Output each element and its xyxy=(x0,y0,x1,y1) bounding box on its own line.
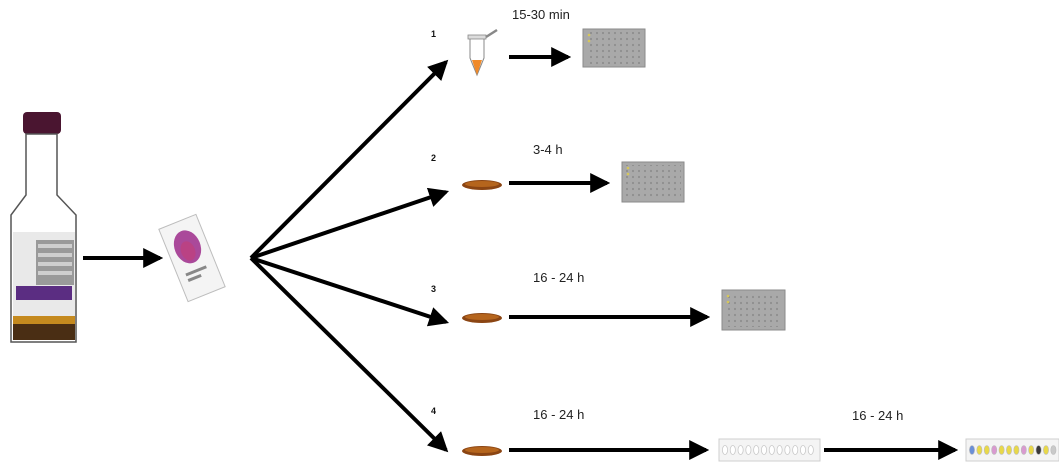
strip-well xyxy=(784,445,791,455)
culture-dish-icon-2 xyxy=(462,180,502,190)
colored-strip-well xyxy=(969,445,975,455)
time-label-path-4-second: 16 - 24 h xyxy=(852,408,904,423)
colored-strip-well xyxy=(991,445,998,455)
strip-well xyxy=(807,445,814,455)
colored-strip-well xyxy=(1035,445,1042,455)
colored-strip-well xyxy=(1028,445,1035,455)
strip-well xyxy=(792,445,799,455)
colored-strip-well xyxy=(976,445,983,455)
strip-well xyxy=(761,445,768,455)
colored-strip-well xyxy=(1020,445,1027,455)
arrow-to-path-2 xyxy=(250,187,450,260)
time-label-path-1: 15-30 min xyxy=(512,7,570,22)
culture-dish-icon-4 xyxy=(462,446,502,456)
test-strip-colored xyxy=(965,438,1059,462)
time-label-path-4: 16 - 24 h xyxy=(533,407,585,422)
culture-bottle-icon xyxy=(10,112,77,343)
strip-well xyxy=(753,445,760,455)
colored-strip-well xyxy=(1043,445,1049,455)
strip-well xyxy=(745,445,752,455)
test-strip-white xyxy=(718,438,821,462)
path-number-3: 3 xyxy=(431,284,437,294)
strip-well xyxy=(722,445,729,455)
strip-well xyxy=(800,445,807,455)
time-label-path-3: 16 - 24 h xyxy=(533,270,585,285)
path-number-2: 2 xyxy=(431,153,437,163)
path-number-4: 4 xyxy=(431,406,437,416)
colored-strip-well xyxy=(983,445,990,455)
time-label-path-2: 3-4 h xyxy=(533,142,563,157)
arrow-to-path-4 xyxy=(249,256,449,453)
arrow-to-path-1 xyxy=(249,59,449,260)
microcentrifuge-tube-icon xyxy=(467,28,498,77)
colored-strip-well xyxy=(1006,445,1012,455)
colored-strip-well xyxy=(1050,445,1057,455)
arrow-to-path-3 xyxy=(250,256,450,327)
strip-well xyxy=(768,445,775,455)
well-plate-2 xyxy=(621,161,685,203)
well-plate-1 xyxy=(582,28,646,68)
strip-well xyxy=(737,445,744,455)
colored-strip-well xyxy=(998,445,1005,455)
strip-well xyxy=(729,445,736,455)
well-plate-3 xyxy=(721,289,786,331)
path-number-1: 1 xyxy=(431,29,437,39)
stained-slide-icon xyxy=(158,213,226,303)
colored-strip-well xyxy=(1013,445,1020,455)
strip-well xyxy=(776,445,783,455)
culture-dish-icon-3 xyxy=(462,313,502,323)
